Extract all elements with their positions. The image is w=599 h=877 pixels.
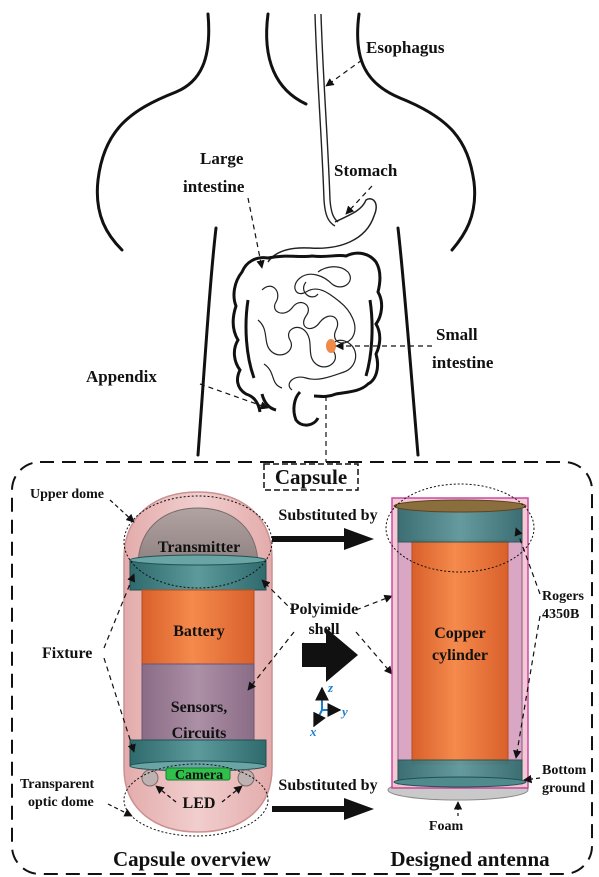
- appendix-highlight: [326, 339, 336, 353]
- appendix-label: Appendix: [86, 367, 157, 386]
- led-left: [142, 770, 158, 786]
- capsule-title: Capsule: [275, 465, 347, 489]
- camera-label: Camera: [175, 768, 223, 783]
- optic-dome-label-1: Transparent: [20, 777, 94, 792]
- bottom-ground-label-1: Bottom: [542, 763, 587, 778]
- small-intestine: [258, 267, 356, 390]
- led-right: [238, 770, 254, 786]
- polyimide-label-2: shell: [308, 621, 340, 638]
- capsule-overview-caption: Capsule overview: [113, 847, 272, 871]
- small-intestine-label-2: intestine: [432, 353, 494, 372]
- axis-x-label: x: [309, 724, 317, 739]
- upper-dome-leader: [110, 500, 134, 522]
- esophagus-label: Esophagus: [366, 38, 445, 57]
- optic-dome-leader: [108, 804, 132, 816]
- small-intestine-label-1: Small: [436, 325, 478, 344]
- axis-y-label: y: [340, 704, 348, 719]
- led-label: LED: [183, 795, 216, 812]
- foam-label: Foam: [429, 819, 464, 834]
- upper-dome-label: Upper dome: [30, 487, 104, 502]
- sensors-label-2: Circuits: [172, 725, 227, 742]
- fixture-label: Fixture: [42, 645, 92, 662]
- antenna-model: [386, 484, 534, 800]
- polyimide-label-1: Polyimide: [290, 601, 358, 618]
- body-outline: [97, 14, 474, 455]
- sensors-label-1: Sensors,: [171, 699, 227, 716]
- arrow-right-icon: [272, 528, 374, 550]
- stomach-label: Stomach: [334, 161, 398, 180]
- top-ring: [398, 508, 522, 542]
- rogers-label-2: 4350B: [542, 607, 579, 622]
- optic-dome-label-2: optic dome: [28, 795, 94, 810]
- large-intestine: [233, 253, 381, 425]
- substituted-top-label: Substituted by: [278, 507, 377, 524]
- axis-icon: [314, 688, 340, 726]
- appendix: [262, 394, 276, 410]
- battery-label: Battery: [173, 623, 225, 640]
- rogers-label-1: Rogers: [542, 589, 585, 604]
- large-intestine-label-2: intestine: [183, 177, 245, 196]
- axis-z-label: z: [327, 680, 334, 695]
- esophagus: [315, 14, 338, 226]
- bottom-ground-label-2: ground: [542, 781, 586, 796]
- arrow-right-icon-bottom: [272, 798, 374, 820]
- copper-label-2: cylinder: [432, 647, 488, 664]
- large-intestine-label-1: Large: [200, 149, 244, 168]
- transmitter-label: Transmitter: [158, 539, 240, 556]
- substituted-bottom-label: Substituted by: [278, 777, 377, 794]
- copper-label-1: Copper: [434, 625, 486, 642]
- designed-antenna-caption: Designed antenna: [390, 847, 550, 871]
- anatomy-leaders: [200, 60, 432, 462]
